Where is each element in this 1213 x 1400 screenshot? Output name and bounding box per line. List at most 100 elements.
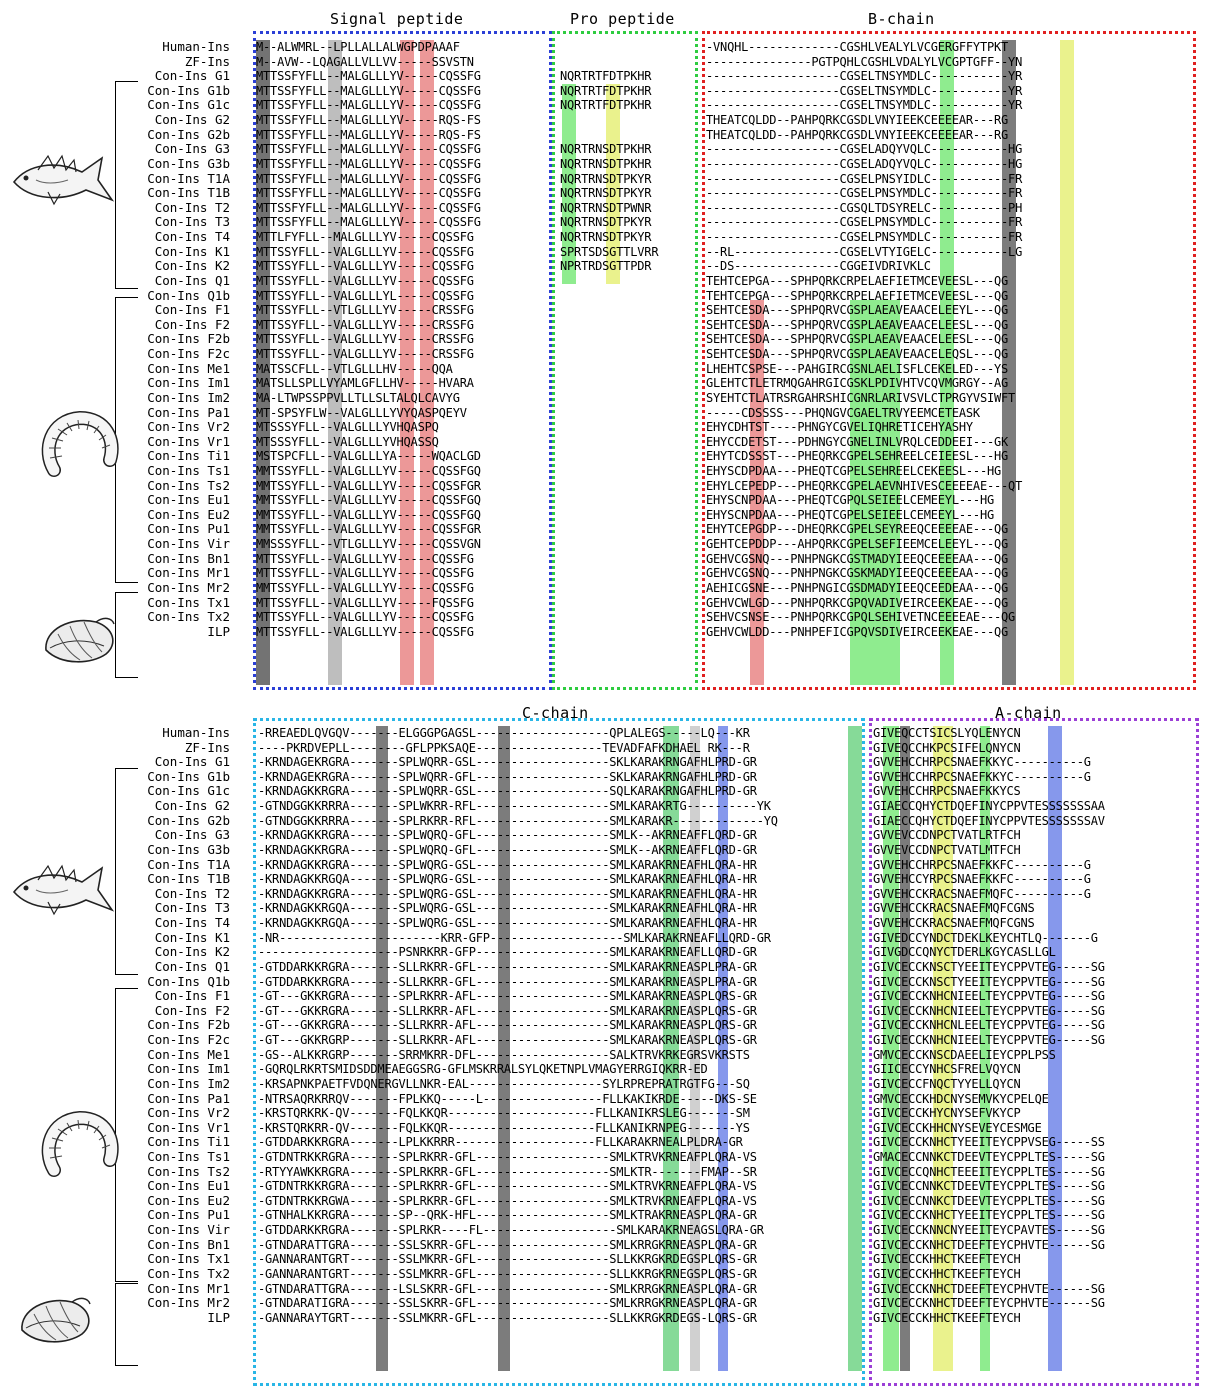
- pro-peptide-sequence: NQRTRTFDTPKHR: [560, 83, 652, 98]
- signal-peptide-sequence: MMTSSYFLL--VALGLLLYV-----CQSSFGR: [256, 478, 481, 493]
- b-chain-sequence: EHYCCDETST---PDHNGYCGNELINLVRQLCEDDEEI--…: [706, 434, 1009, 449]
- a-chain-sequence: GIVCECCKNHCNLEELTEYCPPVTEG-----SG: [873, 1018, 1105, 1033]
- sequence-label: Con-Ins Im1: [147, 375, 230, 391]
- region-a-chain: [869, 718, 1199, 1386]
- b-chain-sequence: -------------------CGSELPNSYMDLC--------…: [706, 230, 1023, 245]
- sequence-label: Con-Ins Vir: [147, 536, 230, 552]
- a-chain-sequence: GIVCECCQNHCTEEEITEYCPPLTES-----SG: [873, 1164, 1105, 1179]
- b-chain-sequence: TEHTCEPGA---SPHPQRKCRPELAEFIETMCEVEESL--…: [706, 273, 1009, 288]
- sequence-label: ILP: [207, 1309, 230, 1325]
- b-chain-sequence: GEHVCGSNQ---PNHPNGKCGSKMADYIEEQCEEEEAA--…: [706, 566, 1009, 581]
- signal-peptide-sequence: MATSLLSPLLVYAMLGFLLHV-----HVARA: [256, 376, 474, 391]
- sequence-label: Con-Ins Ts2: [147, 1163, 230, 1179]
- c-chain-sequence: -GT---GKKRGRP-------SLLRKRR-AFL---------…: [258, 1033, 757, 1048]
- b-chain-sequence: SEHTCESDA---SPHPQRVCGSPLAEAVEAACELEESL--…: [706, 317, 1009, 332]
- sequence-label: Con-Ins Mr2: [147, 579, 230, 595]
- signal-peptide-sequence: MTTSSFYFLL--MALGLLLYV-----CQSSFG: [256, 98, 481, 113]
- sequence-label: Con-Ins Q1: [154, 272, 230, 288]
- conserved-column-band: [256, 40, 270, 685]
- sequence-label: Con-Ins Q1: [154, 958, 230, 974]
- sequence-label: Con-Ins T2: [154, 199, 230, 215]
- group-bracket-shell-top: [115, 592, 138, 678]
- sequence-label: Con-Ins Bn1: [147, 550, 230, 566]
- b-chain-sequence: EHYTCEPGDP---DHEQRKCGPELSEYREEQCEEEEAE--…: [706, 522, 1009, 537]
- b-chain-sequence: EHYSCDPDAA---PHEQTCGPELSEHREELCEKEESL---…: [706, 463, 1002, 478]
- a-chain-title: A-chain: [995, 704, 1062, 722]
- a-chain-sequence: GIVCECCKNHCTDEEFTEYCPHVTE------SG: [873, 1296, 1105, 1311]
- signal-peptide-sequence: MTTSSYFLL--VALGLLLYV-----CRSSFG: [256, 347, 474, 362]
- sequence-label: Con-Ins T4: [154, 229, 230, 245]
- c-chain-sequence: -KRNDAGKKRGRA-------SPLWQRQ-GFL---------…: [258, 828, 757, 843]
- signal-peptide-sequence: MTTSSFYFLL--MALGLLLYV-----CQSSFG: [256, 200, 481, 215]
- sequence-label: Con-Ins F1: [154, 988, 230, 1004]
- sequence-label: Con-Ins T2: [154, 885, 230, 901]
- c-chain-sequence: -NTRSAQRKRRQV-------FPLKKQ-----L--------…: [258, 1091, 757, 1106]
- sequence-label: Con-Ins G3b: [147, 841, 230, 857]
- a-chain-sequence: GVVEVCCDNPCTVATLRTFCH: [873, 828, 1021, 843]
- signal-peptide-sequence: MTTSSYFLL--VALGLLLYV-----CRSSFG: [256, 317, 474, 332]
- signal-peptide-sequence: MTTSSFYFLL--MALGLLLYV-----CQSSFG: [256, 69, 481, 84]
- signal-peptide-sequence: MTTSSFYFLL--MALGLLLYV-----RQS-FS: [256, 127, 481, 142]
- c-chain-sequence: -KRNDAGKKRGQA-------SPLWQRG-GSL---------…: [258, 901, 757, 916]
- region-signal-peptide: [253, 31, 552, 690]
- sequence-label: Con-Ins T1B: [147, 185, 230, 201]
- pro-peptide-sequence: NQRTRNSDTPKYR: [560, 186, 652, 201]
- signal-peptide-sequence: MTTSSFYFLL--MALGLLLYV-----RQS-FS: [256, 113, 481, 128]
- c-chain-sequence: -KRNDAGKKRGRA-------SPLWQRQ-GFL---------…: [258, 842, 757, 857]
- pro-peptide-sequence: NQRTRTFDTPKHR: [560, 98, 652, 113]
- b-chain-sequence: THEATCQLDD--PAHPQRKCGSDLVNYIEEKCEEEEAR--…: [706, 127, 1009, 142]
- sequence-label: Con-Ins T1A: [147, 170, 230, 186]
- c-chain-sequence: -GANNARAYTGRT-------SSLMKRR-GFL---------…: [258, 1310, 757, 1325]
- a-chain-sequence: GMVCECCKNSCDAEELIEYCPPLPSS: [873, 1047, 1056, 1062]
- signal-peptide-sequence: M--AVW--LQAGALLVLLVV-----SSVSTN: [256, 54, 474, 69]
- sequence-label: Con-Ins Eu2: [147, 506, 230, 522]
- sequence-label: Con-Ins Me1: [147, 360, 230, 376]
- b-chain-sequence: SEHTCESDA---SPHPQRVCGSPLAEAVEAACELEQSL--…: [706, 347, 1009, 362]
- pro-peptide-sequence: SPRTSDSGTTLVRR: [560, 244, 659, 259]
- sequence-label: Con-Ins Ts2: [147, 477, 230, 493]
- c-chain-sequence: -KRSTQRKRR-QV-------FQLKKQR-------------…: [258, 1120, 750, 1135]
- a-chain-sequence: GIVCECCKNHCTDEEFTEYCPHVTE------SG: [873, 1281, 1105, 1296]
- pro-peptide-sequence: NQRTRNSDTPKYR: [560, 171, 652, 186]
- signal-peptide-sequence: MTTSSYFLL--VALGLLLYV-----CQSSFG: [256, 566, 474, 581]
- signal-peptide-sequence: MTTSSFYFLL--MALGLLLYV-----CQSSFG: [256, 83, 481, 98]
- pro-peptide-sequence: NQRTRTFDTPKHR: [560, 69, 652, 84]
- signal-peptide-sequence: MTTSSYFLL--VALGLLLYV-----FQSSFG: [256, 595, 474, 610]
- b-chain-sequence: -------------------CGSELTNSYMDLC--------…: [706, 98, 1023, 113]
- a-chain-sequence: GIVCECCKNSCTYEEITEYCPPVTEG-----SG: [873, 974, 1105, 989]
- pro-peptide-sequence: NQRTRNSDTPKHR: [560, 156, 652, 171]
- signal-peptide-sequence: MTTSSFYFLL--MALGLLLYV-----CQSSFG: [256, 186, 481, 201]
- conserved-column-band: [1060, 40, 1074, 685]
- b-chain-sequence: -------------------CGSELPNSYIDLC--------…: [706, 171, 1023, 186]
- a-chain-sequence: GIVCECCKHHCTKEEFTEYCH: [873, 1310, 1021, 1325]
- sequence-label: Con-Ins Bn1: [147, 1236, 230, 1252]
- signal-peptide-sequence: MMTSSYFLL--VALGLLLYV-----CQSSFGQ: [256, 463, 481, 478]
- b-chain-sequence: LHEHTCSPSE---PAHGIRCGSNLAELISFLCEKELED--…: [706, 361, 1009, 376]
- a-chain-sequence: GIVEQCCHKPCSIFELQNYCN: [873, 740, 1021, 755]
- a-chain-sequence: GIVCECCKNSCTYEEITEYCPPVTEG-----SG: [873, 959, 1105, 974]
- sequence-label: Con-Ins Ts1: [147, 1148, 230, 1164]
- conserved-column-band: [400, 40, 414, 685]
- sequence-label: ILP: [207, 623, 230, 639]
- sequence-label: Con-Ins F2: [154, 1002, 230, 1018]
- fish-icon: [12, 864, 115, 916]
- a-chain-sequence: GIVCECCKHHCTKEEFTEYCH: [873, 1266, 1021, 1281]
- sequence-label: Con-Ins T1B: [147, 871, 230, 887]
- pro-peptide-sequence: NQRTRNSDTPWNR: [560, 200, 652, 215]
- sequence-label: Con-Ins Q1b: [147, 287, 230, 303]
- sequence-label: Con-Ins G1c: [147, 97, 230, 113]
- sequence-label: Con-Ins K1: [154, 929, 230, 945]
- c-chain-sequence: -GTDNTRKKRGWA-------SPLRKRR-GFL---------…: [258, 1193, 757, 1208]
- fish-icon: [12, 154, 115, 206]
- group-bracket-fish-bottom: [115, 768, 138, 975]
- sequence-label: Con-Ins T4: [154, 915, 230, 931]
- conserved-column-band: [328, 40, 342, 685]
- a-chain-sequence: GIVCECCKNHCTDEEFTEYCPHVTE------SG: [873, 1237, 1105, 1252]
- sequence-label: Con-Ins G3: [154, 141, 230, 157]
- sequence-label: Con-Ins K2: [154, 944, 230, 960]
- c-chain-title: C-chain: [522, 704, 589, 722]
- c-chain-sequence: -RREAEDLQVGQV-------ELGGGPGAGSL---------…: [258, 726, 750, 740]
- conserved-column-band: [718, 726, 728, 1371]
- alignment-panel-top: Signal peptide Pro peptide B-chain Human…: [115, 10, 1196, 690]
- b-chain-sequence: GEHVCWLGD---PNHPQRKCGPQVADIVEIRCEEKEAE--…: [706, 595, 1009, 610]
